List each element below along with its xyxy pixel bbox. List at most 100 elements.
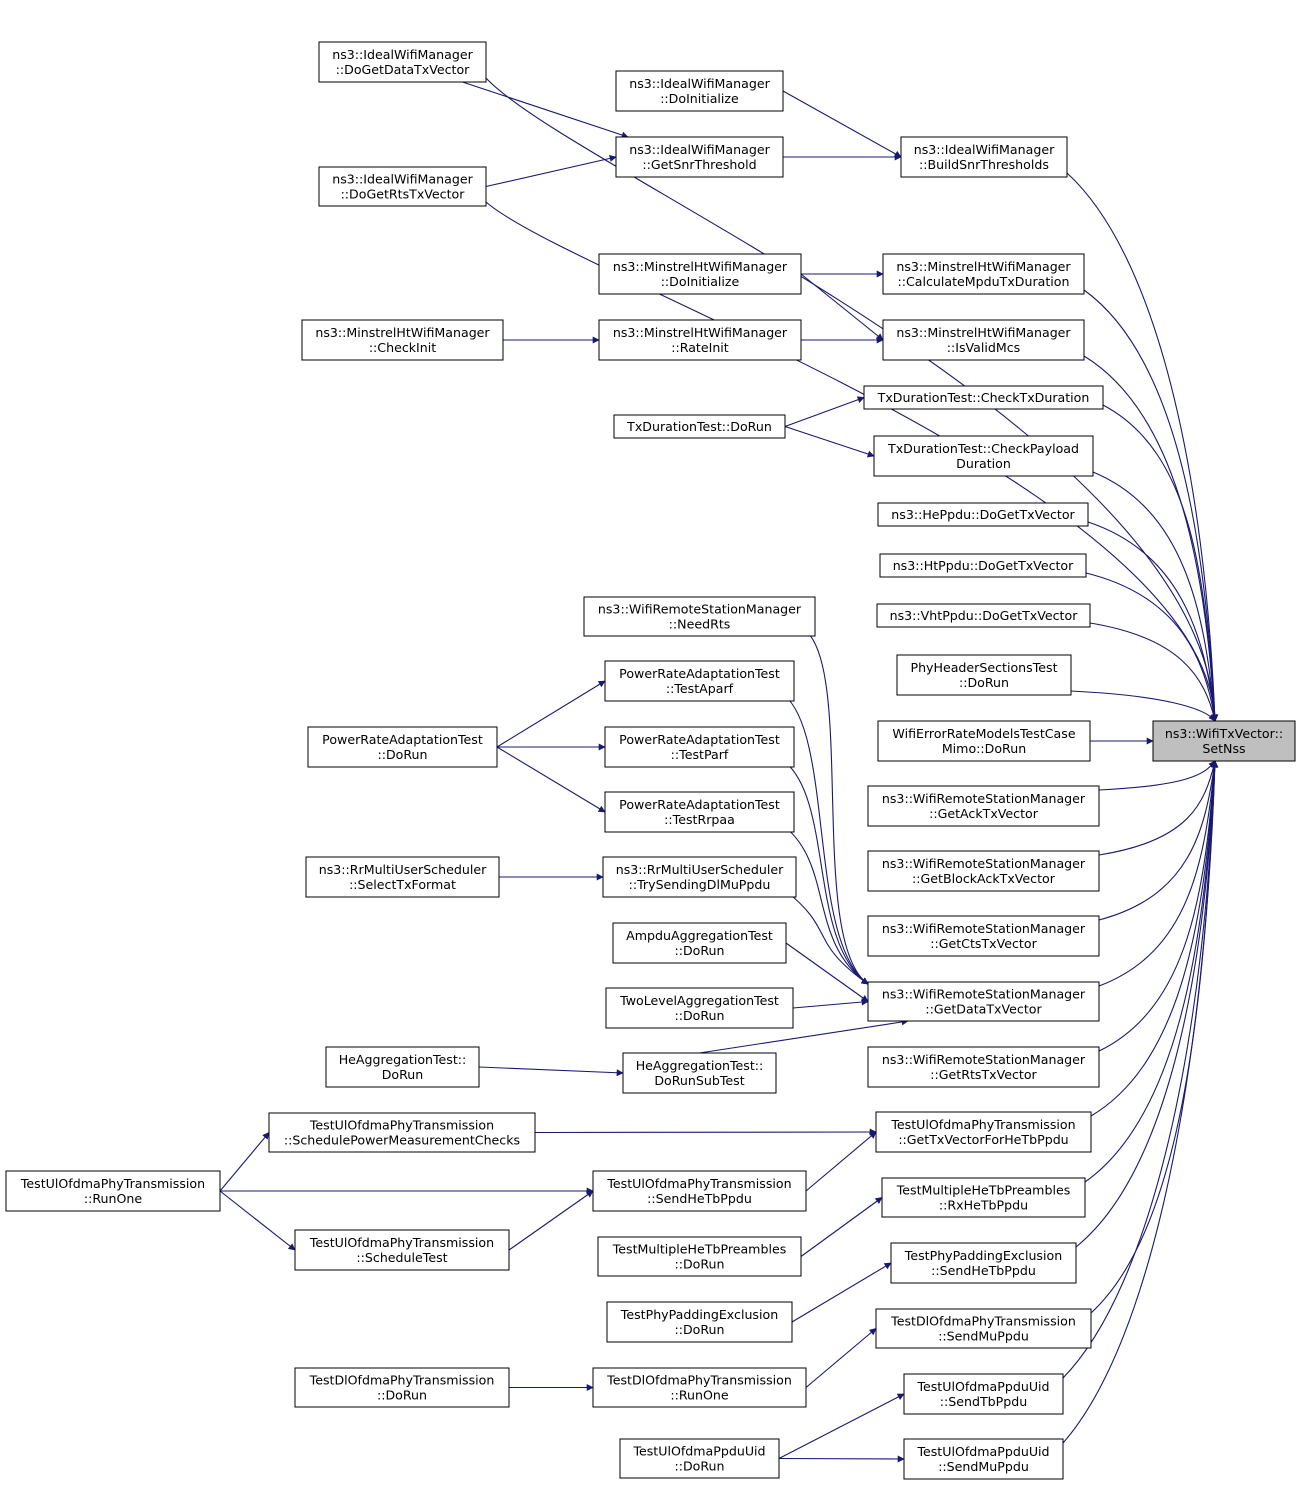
node-ht_ppdu[interactable]: ns3::HtPpdu::DoGetTxVector — [879, 553, 1087, 578]
node-mht_isvalid[interactable]: ns3::MinstrelHtWifiManager::IsValidMcs — [882, 319, 1085, 361]
node-label-line: ns3::WifiRemoteStationManager — [882, 1052, 1086, 1067]
node-phyhdr[interactable]: PhyHeaderSectionsTest::DoRun — [896, 654, 1072, 696]
edge-vht_ppdu-to-setnss — [1089, 622, 1218, 722]
node-uid_dorun[interactable]: TestUlOfdmaPpduUid::DoRun — [619, 1438, 780, 1479]
node-wrsm_cts[interactable]: ns3::WifiRemoteStationManager::GetCtsTxV… — [867, 915, 1100, 957]
node-pra_rrpaa[interactable]: PowerRateAdaptationTest::TestRrpaa — [604, 791, 795, 833]
node-wrsm_blockack[interactable]: ns3::WifiRemoteStationManager::GetBlockA… — [867, 850, 1100, 892]
edge-mht_isvalid-to-setnss — [1083, 355, 1219, 722]
node-rr_try[interactable]: ns3::RrMultiUserScheduler::TrySendingDlM… — [602, 856, 797, 898]
node-box — [867, 981, 1100, 1022]
edge-phyhdr-to-setnss — [1070, 690, 1216, 722]
node-vht_ppdu[interactable]: ns3::VhtPpdu::DoGetTxVector — [876, 603, 1091, 628]
edge-ideal_build-to-setnss — [1066, 172, 1219, 722]
node-label-line: SetNss — [1202, 741, 1245, 756]
edge-txd_checktx-to-setnss — [1102, 404, 1219, 722]
node-box — [867, 850, 1100, 892]
node-wrsm_rts[interactable]: ns3::WifiRemoteStationManager::GetRtsTxV… — [867, 1046, 1100, 1088]
edge-pad_dorun-to-pad_send — [791, 1262, 892, 1323]
node-pad_dorun[interactable]: TestPhyPaddingExclusion::DoRun — [606, 1301, 793, 1343]
node-label-line: ::GetRtsTxVector — [930, 1067, 1037, 1082]
node-label-line: HeAggregationTest:: — [636, 1058, 764, 1073]
edge-ideal_getrts-to-setnss — [485, 201, 1219, 722]
edge-heagg_sub-to-wrsm_data — [699, 1018, 909, 1054]
node-uid_sendmu[interactable]: TestUlOfdmaPpduUid::SendMuPpdu — [903, 1438, 1064, 1480]
node-mhtb_rx[interactable]: TestMultipleHeTbPreambles::RxHeTbPpdu — [881, 1177, 1086, 1218]
node-box — [1152, 720, 1296, 762]
node-pad_send[interactable]: TestPhyPaddingExclusion::SendHeTbPpdu — [890, 1242, 1077, 1284]
node-wrsm_data[interactable]: ns3::WifiRemoteStationManager::GetDataTx… — [867, 981, 1100, 1022]
edge-pra_rrpaa-to-wrsm_data — [783, 825, 869, 985]
node-label-line: PowerRateAdaptationTest — [619, 666, 780, 681]
node-label-line: ::DoInitialize — [660, 91, 739, 106]
node-label-line: Duration — [956, 456, 1011, 471]
node-txd_dorun[interactable]: TxDurationTest::DoRun — [613, 414, 786, 439]
node-dl_dorun[interactable]: TestDlOfdmaPhyTransmission::DoRun — [294, 1367, 510, 1408]
node-setnss[interactable]: ns3::WifiTxVector::SetNss — [1152, 720, 1296, 762]
node-dl_sendmu[interactable]: TestDlOfdmaPhyTransmission::SendMuPpdu — [875, 1308, 1092, 1349]
node-label-line: ns3::IdealWifiManager — [332, 47, 473, 62]
node-label-line: TestPhyPaddingExclusion — [620, 1307, 778, 1322]
edge-mht_doinit-to-mht_isvalid — [800, 273, 884, 341]
node-ul_schedtest[interactable]: TestUlOfdmaPhyTransmission::ScheduleTest — [294, 1229, 510, 1271]
node-heagg_sub[interactable]: HeAggregationTest::DoRunSubTest — [622, 1052, 777, 1094]
node-box — [307, 726, 498, 768]
node-ideal_doinit[interactable]: ns3::IdealWifiManager::DoInitialize — [615, 70, 784, 112]
node-label-line: ns3::WifiTxVector:: — [1165, 726, 1283, 741]
node-mht_doinit[interactable]: ns3::MinstrelHtWifiManager::DoInitialize — [598, 253, 802, 295]
node-label-line: ::TestRrpaa — [664, 812, 735, 827]
node-ideal_getdata[interactable]: ns3::IdealWifiManager::DoGetDataTxVector — [318, 41, 487, 83]
node-label-line: ::GetBlockAckTxVector — [912, 871, 1056, 886]
node-box — [622, 1052, 777, 1094]
node-ampdu[interactable]: AmpduAggregationTest::DoRun — [612, 922, 787, 964]
node-ul_send[interactable]: TestUlOfdmaPhyTransmission::SendHeTbPpdu — [592, 1170, 807, 1212]
edge-wrsm_needrts-to-wrsm_data — [804, 629, 869, 985]
node-box — [597, 1236, 802, 1277]
node-label-line: ::BuildSnrThresholds — [919, 157, 1049, 172]
node-he_ppdu[interactable]: ns3::HePpdu::DoGetTxVector — [877, 502, 1089, 527]
node-ideal_getsnr[interactable]: ns3::IdealWifiManager::GetSnrThreshold — [615, 136, 784, 178]
edge-ht_ppdu-to-setnss — [1085, 572, 1218, 722]
node-box — [881, 1177, 1086, 1218]
node-txd_checktx[interactable]: TxDurationTest::CheckTxDuration — [863, 385, 1104, 410]
node-label-line: ns3::IdealWifiManager — [914, 142, 1055, 157]
edge-ul_send-to-ul_gettx — [805, 1131, 877, 1192]
node-mht_checkinit[interactable]: ns3::MinstrelHtWifiManager::CheckInit — [301, 319, 504, 361]
edge-uid_dorun-to-uid_sendtb — [778, 1393, 905, 1459]
node-box — [877, 720, 1091, 762]
node-label-line: ::NeedRts — [669, 617, 731, 632]
node-rr_select[interactable]: ns3::RrMultiUserScheduler::SelectTxForma… — [305, 856, 500, 898]
node-box — [613, 414, 786, 439]
node-ul_gettx[interactable]: TestUlOfdmaPhyTransmission::GetTxVectorF… — [875, 1111, 1092, 1153]
node-dl_runone[interactable]: TestDlOfdmaPhyTransmission::RunOne — [592, 1367, 807, 1408]
node-ul_runone[interactable]: TestUlOfdmaPhyTransmission::RunOne — [5, 1170, 221, 1212]
node-pra_aparf[interactable]: PowerRateAdaptationTest::TestAparf — [604, 660, 795, 702]
node-label-line: ns3::MinstrelHtWifiManager — [613, 259, 788, 274]
node-wrsm_ack[interactable]: ns3::WifiRemoteStationManager::GetAckTxV… — [867, 785, 1100, 827]
node-label-line: TestUlOfdmaPhyTransmission — [890, 1117, 1075, 1132]
node-uid_sendtb[interactable]: TestUlOfdmaPpduUid::SendTbPpdu — [903, 1373, 1064, 1415]
node-ideal_getrts[interactable]: ns3::IdealWifiManager::DoGetRtsTxVector — [318, 166, 487, 207]
node-heagg_dorun[interactable]: HeAggregationTest::DoRun — [325, 1046, 480, 1088]
node-twolevel[interactable]: TwoLevelAggregationTest::DoRun — [605, 987, 794, 1029]
node-mht_calc[interactable]: ns3::MinstrelHtWifiManager::CalculateMpd… — [882, 253, 1085, 295]
node-mht_rateinit[interactable]: ns3::MinstrelHtWifiManager::RateInit — [598, 319, 802, 361]
node-ul_sched_pm[interactable]: TestUlOfdmaPhyTransmission::SchedulePowe… — [268, 1112, 536, 1153]
node-label-line: ::RxHeTbPpdu — [939, 1198, 1028, 1213]
node-box — [615, 136, 784, 178]
node-pra_dorun[interactable]: PowerRateAdaptationTest::DoRun — [307, 726, 498, 768]
node-box — [604, 726, 795, 768]
node-ideal_build[interactable]: ns3::IdealWifiManager::BuildSnrThreshold… — [900, 136, 1068, 178]
node-box — [867, 1046, 1100, 1088]
edge-ul_schedtest-to-ul_send — [508, 1190, 594, 1251]
node-mhtb_dorun[interactable]: TestMultipleHeTbPreambles::DoRun — [597, 1236, 802, 1277]
node-label-line: ::DoGetDataTxVector — [336, 62, 471, 77]
node-wrsm_needrts[interactable]: ns3::WifiRemoteStationManager::NeedRts — [583, 596, 816, 637]
node-pra_parf[interactable]: PowerRateAdaptationTest::TestParf — [604, 726, 795, 768]
node-label-line: ns3::IdealWifiManager — [332, 172, 473, 187]
edge-rr_try-to-wrsm_data — [785, 890, 869, 985]
node-label-line: TestUlOfdmaPpduUid — [916, 1444, 1049, 1459]
